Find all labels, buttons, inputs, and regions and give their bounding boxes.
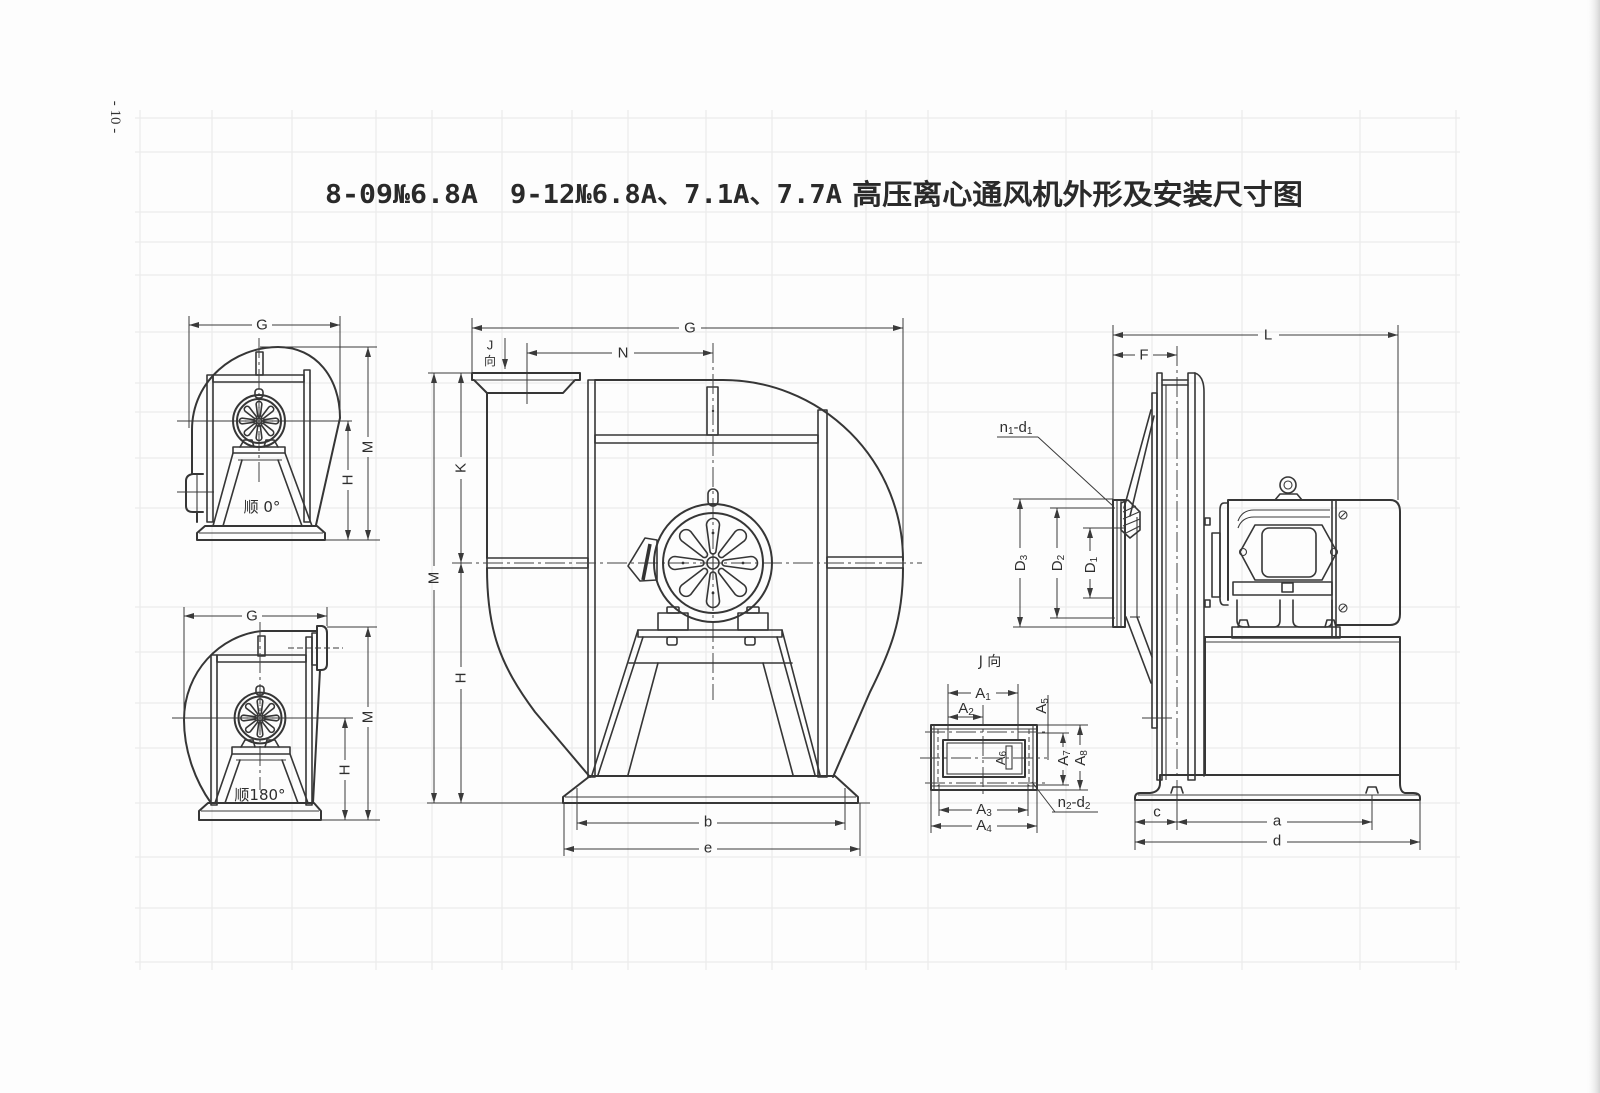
direction-letter: J (487, 338, 494, 353)
dimension-H: H (340, 421, 357, 540)
bolt-hole-callout-n1-d1: n1-d1 (997, 419, 1114, 507)
dim-label-H: H (453, 673, 470, 684)
motor-stand (591, 629, 821, 776)
motor (627, 488, 773, 631)
dimension-D3: D3 (1012, 498, 1113, 628)
dim-label-L: L (1264, 327, 1272, 344)
front-view: G J 向 N (426, 318, 922, 857)
dim-label-D3: D3 (1012, 554, 1030, 571)
outlet-flange-face (920, 724, 1047, 791)
dimension-A1: A1 (947, 684, 1019, 740)
dim-label-D2: D2 (1049, 554, 1067, 571)
bolt-hole-callout-n2-d2: n2-d2 (1031, 781, 1098, 813)
dimension-G: G (471, 318, 904, 560)
dimension-G: G (188, 316, 341, 428)
page-edge-shadow (1586, 0, 1600, 1093)
dim-label-N: N (618, 345, 629, 362)
dim-label-G: G (684, 320, 696, 337)
j-direction-view: J 向 A1 A2 A5 (920, 654, 1098, 835)
motor-stand (214, 746, 309, 804)
view-rotation-180: G (172, 607, 380, 821)
fan-casing (486, 379, 904, 778)
dim-label-M: M (360, 711, 377, 724)
dim-label-G: G (256, 317, 268, 334)
rotation-label: 顺180° (234, 786, 285, 804)
base-frame (1134, 774, 1421, 801)
dimension-b: b (576, 788, 846, 831)
bolt-hole-label: n2-d2 (1058, 794, 1091, 812)
rotation-label: 顺 0° (244, 498, 281, 516)
dimension-d: d (1135, 800, 1421, 850)
motor-support (1204, 626, 1401, 776)
dimension-A6: A6 (993, 745, 1013, 770)
dimension-M: M (426, 373, 443, 803)
dim-label-d: d (1273, 833, 1281, 850)
dimension-H: H (453, 563, 470, 803)
dim-label-A8: A8 (1072, 750, 1090, 766)
dim-label-H: H (337, 765, 354, 776)
dimension-D1: D1 (1082, 527, 1125, 599)
terminal-box (1238, 524, 1339, 581)
dim-label-M: M (360, 441, 377, 454)
dim-label-e: e (704, 840, 712, 857)
title-model-b: 9-12№6.8A、7.1A、7.7A (510, 180, 842, 210)
inlet-flange (1112, 499, 1141, 628)
dim-label-A2: A2 (958, 700, 974, 718)
frame (587, 379, 828, 778)
screw-icon (1338, 510, 1348, 613)
motor (234, 685, 286, 748)
dimension-A8: A8 (1037, 724, 1090, 791)
bolt-hole-label: n1-d1 (1000, 419, 1033, 437)
eye-bolt-icon (1274, 476, 1303, 501)
dim-label-F: F (1139, 347, 1148, 364)
dimension-A4: A4 (930, 790, 1038, 835)
dimension-A2: A2 (948, 700, 983, 720)
dim-label-H: H (340, 475, 357, 486)
frame (210, 635, 313, 806)
motor-stand (212, 446, 313, 527)
motor (1204, 476, 1401, 638)
dimension-a: a (1177, 795, 1373, 830)
dimension-D2: D2 (1049, 507, 1115, 619)
page-number: - 10 - (107, 101, 123, 134)
page-title: 8-09№6.8A 9-12№6.8A、7.1A、7.7A 高压离心通风机外形及… (325, 178, 1303, 211)
dimension-G: G (183, 607, 328, 712)
dim-label-K: K (453, 463, 470, 473)
side-view: L F n1-d1 D3 D2 (997, 325, 1421, 850)
direction-word: 向 (484, 353, 496, 368)
inlet-cone (1123, 409, 1155, 684)
dim-label-A3: A3 (976, 801, 992, 819)
title-description: 高压离心通风机外形及安装尺寸图 (852, 178, 1303, 211)
view-title: J 向 (978, 654, 1002, 670)
dimension-K: K (453, 373, 470, 563)
dim-label-A5: A5 (1033, 698, 1051, 714)
dimension-A5: A5 (1033, 695, 1051, 760)
dim-label-M: M (426, 572, 443, 585)
dimension-e: e (563, 803, 861, 857)
dim-label-D1: D1 (1082, 556, 1100, 573)
dimension-H: H (337, 718, 354, 820)
dim-label-A6: A6 (993, 750, 1009, 765)
impeller-housing (1142, 372, 1205, 781)
base (196, 525, 380, 541)
dim-label-a: a (1273, 813, 1282, 830)
dim-label-b: b (704, 814, 712, 831)
dim-label-A4: A4 (976, 817, 992, 835)
view-rotation-0: G (177, 316, 380, 541)
dimension-M: M (360, 347, 377, 540)
dim-label-c: c (1153, 804, 1161, 821)
base (427, 775, 870, 804)
dimension-M: M (360, 627, 377, 820)
motor (232, 388, 286, 448)
dim-label-G: G (246, 608, 258, 625)
dim-label-A7: A7 (1055, 750, 1073, 766)
dimension-A3: A3 (938, 784, 1029, 819)
j-direction-marker: J 向 (484, 338, 508, 369)
base (198, 802, 380, 821)
title-model-a: 8-09№6.8A (325, 180, 478, 210)
dimension-A7: A7 (1037, 732, 1073, 786)
dim-label-A1: A1 (975, 685, 991, 703)
dimension-F: F (1113, 347, 1177, 364)
